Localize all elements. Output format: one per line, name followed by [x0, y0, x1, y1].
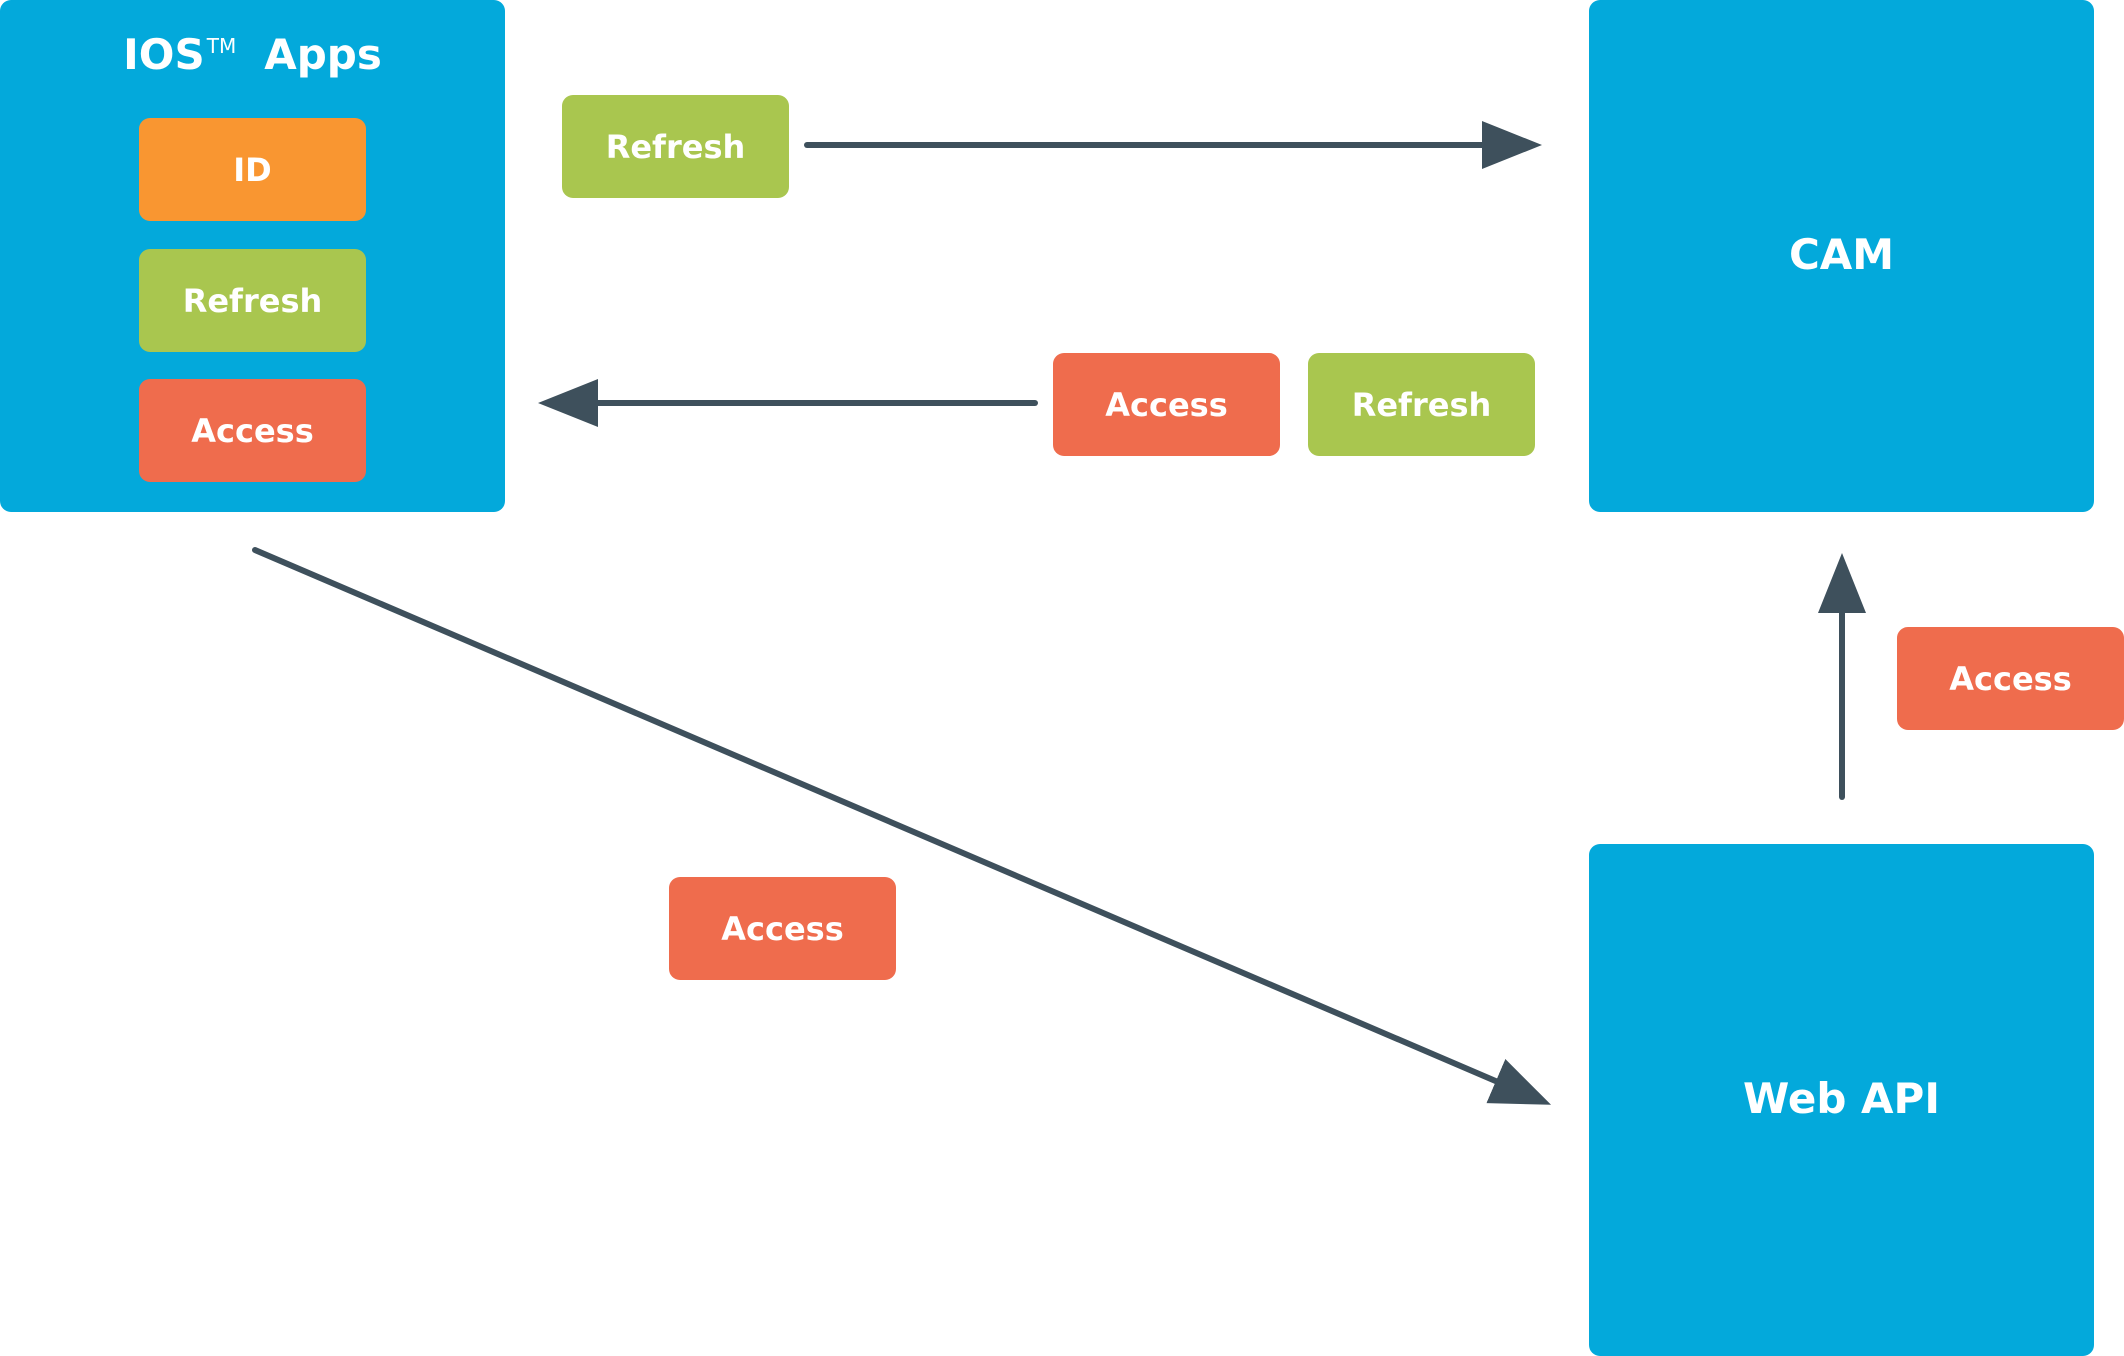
cam-node: CAM [1589, 0, 2094, 512]
flow-refresh-token-to-ios: Refresh [1308, 353, 1535, 456]
ios-refresh-token: Refresh [139, 249, 366, 352]
flow-access-token-to-webapi: Access [669, 877, 896, 980]
arrow-ios-to-webapi [252, 547, 1552, 1105]
cam-label: CAM [1788, 230, 1895, 279]
web-api-node: Web API [1589, 844, 2094, 1356]
ios-title-main: IOS [123, 30, 205, 79]
ios-title-trademark: TM [206, 34, 237, 58]
flow-access-token-to-ios: Access [1053, 353, 1280, 456]
ios-access-token: Access [139, 379, 366, 482]
flow-refresh-token-to-cam: Refresh [562, 95, 789, 198]
flow-access-token-to-cam: Access [1897, 627, 2124, 730]
ios-id-token: ID [139, 118, 366, 221]
ios-title-suffix: Apps [264, 30, 382, 79]
web-api-label: Web API [1743, 1074, 1940, 1123]
